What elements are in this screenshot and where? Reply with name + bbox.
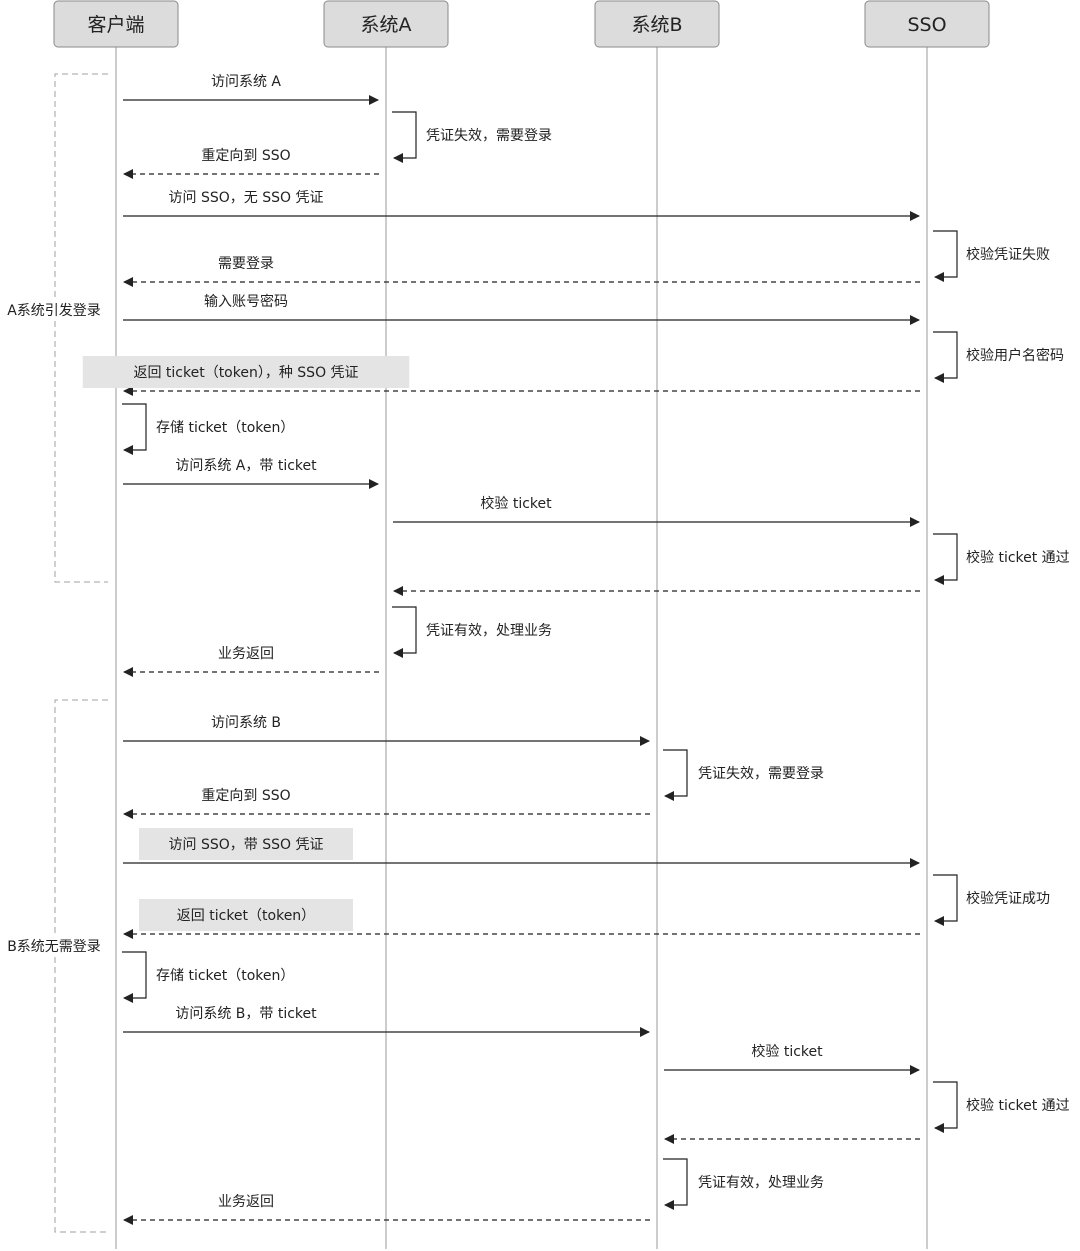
self-note-label: 存储 ticket（token）	[156, 968, 294, 984]
self-note-label: 凭证失效，需要登录	[426, 128, 552, 144]
self-note-label: 校验凭证成功	[966, 890, 1050, 907]
participant-label: SSO	[907, 14, 946, 36]
message-m24: 访问系统 B，带 ticket	[123, 1006, 650, 1037]
message-label: 访问系统 B，带 ticket	[175, 1006, 317, 1022]
self-note-label: 凭证有效，处理业务	[426, 623, 552, 639]
self-arrow	[933, 331, 958, 383]
participant-sysA: 系统A	[323, 0, 449, 48]
self-arrow	[122, 403, 147, 455]
message-label: 返回 ticket（token）	[177, 908, 315, 924]
message-label: 业务返回	[218, 1194, 274, 1210]
message-m23: 存储 ticket（token）	[122, 951, 294, 1003]
message-label: 重定向到 SSO	[201, 788, 290, 804]
message-label: 返回 ticket（token），种 SSO 凭证	[133, 365, 358, 381]
message-m3: 重定向到 SSO	[123, 148, 379, 179]
participant-label: 系统B	[631, 14, 682, 36]
self-arrow	[392, 606, 417, 658]
message-label: 访问系统 A，带 ticket	[175, 458, 317, 474]
message-m26: 校验 ticket 通过	[933, 1081, 1070, 1133]
message-m16: 业务返回	[123, 646, 379, 677]
group-a: A系统引发登录	[2, 73, 108, 583]
message-label: 输入账号密码	[204, 293, 288, 310]
message-m12: 校验 ticket	[393, 495, 920, 527]
participant-box	[323, 0, 449, 48]
message-label-highlight	[139, 828, 353, 860]
participant-label: 系统A	[361, 14, 412, 36]
message-m6: 需要登录	[123, 256, 920, 287]
self-arrow	[392, 111, 417, 163]
self-note-label: 凭证失效，需要登录	[698, 766, 824, 782]
message-m17: 访问系统 B	[123, 715, 650, 746]
self-arrow	[933, 1081, 958, 1133]
self-arrow	[933, 230, 958, 282]
group-bracket	[54, 699, 108, 1233]
participant-box	[53, 0, 179, 48]
participant-sysB: 系统B	[594, 0, 720, 48]
message-m18: 凭证失效，需要登录	[663, 749, 824, 801]
participant-client: 客户端	[53, 0, 179, 48]
message-label: 校验 ticket	[480, 495, 552, 512]
message-label: 访问系统 A	[211, 74, 281, 90]
message-label: 访问系统 B	[211, 715, 281, 731]
self-arrow	[122, 951, 147, 1003]
message-m13: 校验 ticket 通过	[933, 533, 1070, 585]
self-note-label: 校验用户名密码	[966, 347, 1064, 364]
message-label-highlight	[82, 356, 410, 388]
self-note-label: 凭证有效，处理业务	[698, 1175, 824, 1191]
message-m19: 重定向到 SSO	[123, 788, 650, 819]
message-m29: 业务返回	[123, 1194, 650, 1225]
message-m28: 凭证有效，处理业务	[663, 1158, 824, 1210]
self-note-label: 校验凭证失败	[966, 246, 1050, 263]
participant-label: 客户端	[87, 14, 144, 36]
self-arrow	[933, 874, 958, 926]
message-label: 校验 ticket	[751, 1043, 823, 1060]
message-label: 重定向到 SSO	[201, 148, 290, 164]
group-b: B系统无需登录	[2, 699, 108, 1233]
message-label-highlight	[139, 899, 353, 931]
message-m21: 校验凭证成功	[933, 874, 1050, 926]
message-m1: 访问系统 A	[123, 74, 379, 105]
message-m5: 校验凭证失败	[933, 230, 1050, 282]
participant-sso: SSO	[864, 0, 990, 48]
self-arrow	[663, 1158, 688, 1210]
message-m20: 访问 SSO，带 SSO 凭证	[123, 828, 920, 868]
group-label: A系统引发登录	[7, 303, 101, 319]
message-m22: 返回 ticket（token）	[123, 899, 920, 939]
group-label-bg	[2, 297, 106, 319]
self-arrow	[933, 533, 958, 585]
message-label: 访问 SSO，无 SSO 凭证	[169, 190, 324, 206]
self-arrow	[663, 749, 688, 801]
self-note-label: 校验 ticket 通过	[966, 1097, 1070, 1114]
message-m8: 校验用户名密码	[933, 331, 1064, 383]
group-label-bg	[2, 933, 106, 955]
group-label: B系统无需登录	[7, 939, 101, 955]
message-m15: 凭证有效，处理业务	[392, 606, 552, 658]
message-m7: 输入账号密码	[123, 293, 920, 325]
message-m11: 访问系统 A，带 ticket	[123, 458, 379, 489]
participant-box	[594, 0, 720, 48]
message-m9: 返回 ticket（token），种 SSO 凭证	[82, 356, 920, 396]
message-label: 需要登录	[218, 256, 274, 272]
self-note-label: 校验 ticket 通过	[966, 549, 1070, 566]
participant-box	[864, 0, 990, 48]
message-m2: 凭证失效，需要登录	[392, 111, 552, 163]
message-m25: 校验 ticket	[664, 1043, 920, 1075]
self-note-label: 存储 ticket（token）	[156, 420, 294, 436]
message-label: 访问 SSO，带 SSO 凭证	[169, 837, 324, 853]
message-label: 业务返回	[218, 646, 274, 662]
message-m4: 访问 SSO，无 SSO 凭证	[123, 190, 920, 221]
message-m10: 存储 ticket（token）	[122, 403, 294, 455]
group-bracket	[54, 73, 108, 583]
